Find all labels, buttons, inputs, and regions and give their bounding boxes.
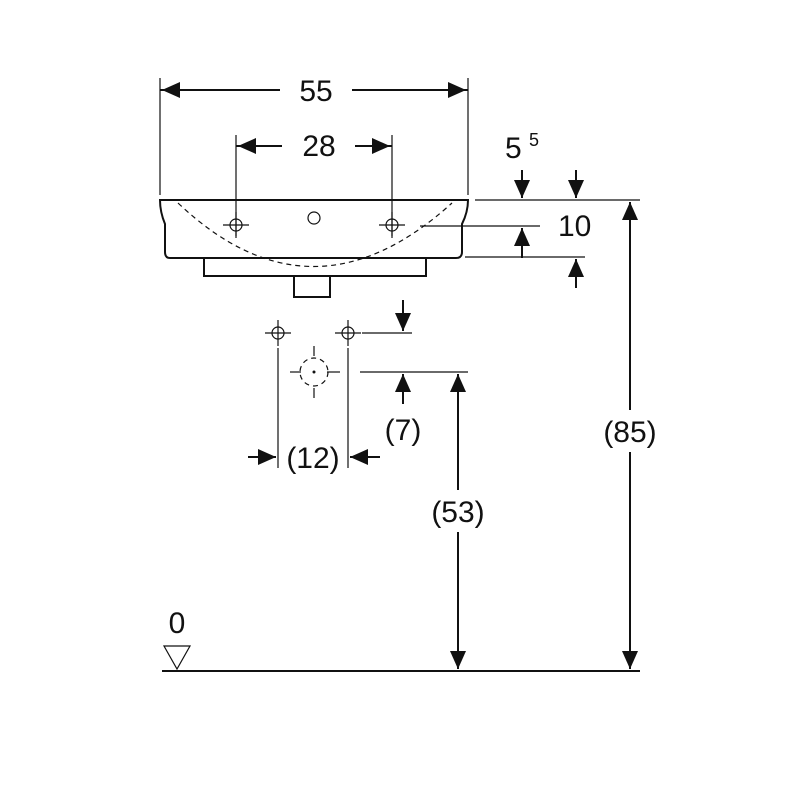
dimension-rim-height: (85)	[603, 202, 657, 669]
tap-spacing-label: 28	[302, 130, 335, 163]
overflow-hole	[307, 211, 321, 225]
basin-outline	[158, 199, 470, 298]
fixing-spacing-label: (12)	[286, 442, 339, 475]
dimension-tap-hole-spacing: 28	[235, 130, 393, 236]
dimension-rim-offset: 5 5	[475, 130, 640, 201]
rim-thickness-label: 10	[558, 210, 591, 243]
floor-level-label: 0	[169, 607, 186, 640]
fixing-offset-label: (7)	[385, 414, 422, 447]
dimension-fixing-spacing: (12)	[248, 348, 380, 475]
width-label: 55	[299, 75, 332, 108]
rim-offset-label: 5	[505, 132, 522, 165]
dimension-overall-width: 55	[159, 75, 469, 195]
rim-height-label: (85)	[603, 416, 656, 449]
floor-level: 0	[162, 607, 640, 672]
waste-height-label: (53)	[431, 496, 484, 529]
dimension-rim-thickness: 10	[420, 210, 591, 288]
rim-offset-superscript: 5	[529, 130, 539, 150]
dimension-waste-height: (53)	[431, 374, 485, 669]
fixing-points-group	[264, 319, 362, 398]
fixing-point-left-icon	[264, 319, 292, 347]
dimension-fixing-offset: (7)	[360, 300, 468, 447]
floor-level-triangle-icon	[162, 645, 192, 671]
fixing-point-right-icon	[334, 319, 362, 347]
